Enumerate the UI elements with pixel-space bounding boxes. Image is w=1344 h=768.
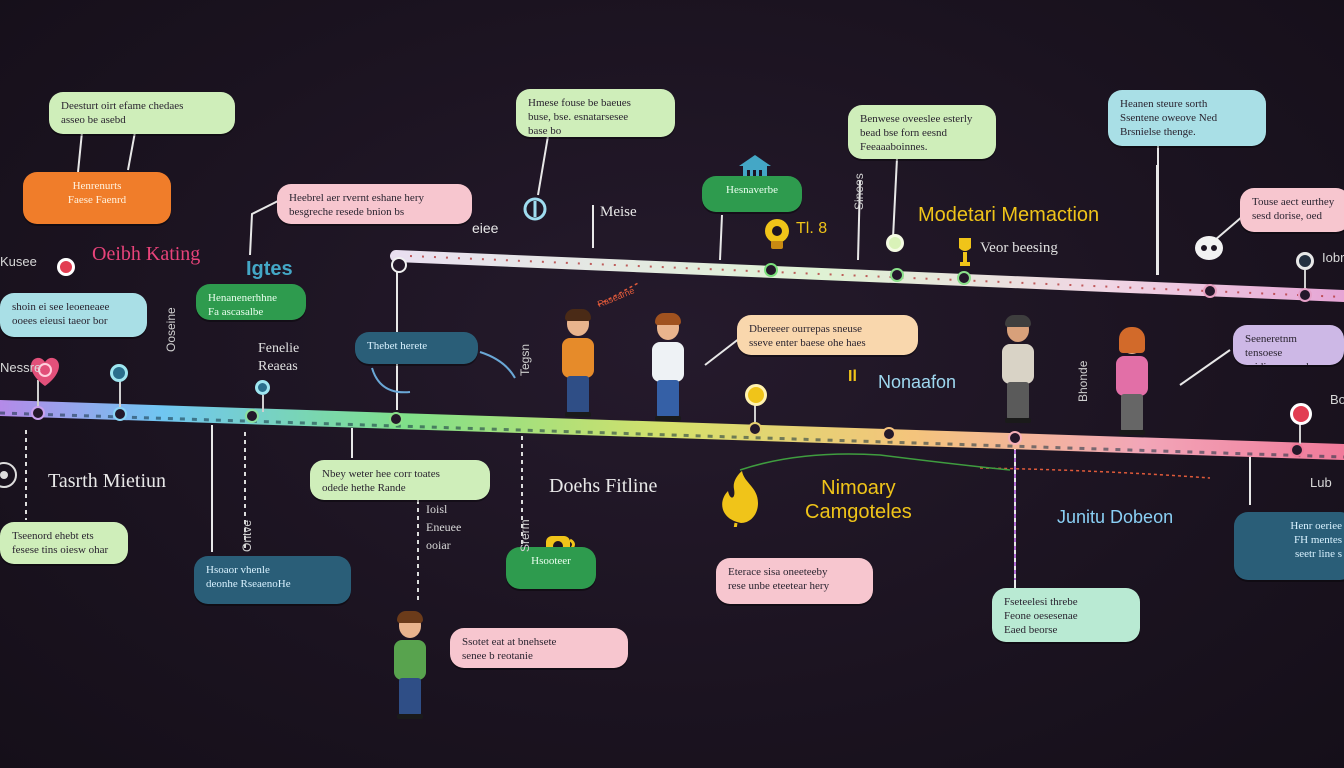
pin-icon <box>110 364 128 382</box>
label: Iobre <box>1322 250 1344 265</box>
flame-icon <box>722 471 758 527</box>
section-heading: Oeibh Kating <box>92 243 201 265</box>
label: Veor beesing <box>980 240 1058 256</box>
label: Nessre <box>0 360 42 375</box>
skull-icon <box>1195 236 1223 260</box>
note-bubble: Tseenord ehebt ets fesese tins oiesw oha… <box>0 522 128 564</box>
label: Igtes <box>246 258 293 280</box>
note-bubble: Heebrel aer rvernt eshane hery besgreche… <box>277 184 472 224</box>
section-heading: Nimoary Camgoteles <box>805 477 912 523</box>
note-bubble: Dbereeer ourrepas sneuse sseve enter bae… <box>737 315 918 355</box>
label: Ioisl Eneuee ooiar <box>426 502 462 552</box>
section-heading: Junitu Dobeon <box>1057 507 1174 527</box>
note-bubble: Henrenurts Faese Faenrd <box>23 172 171 224</box>
label: Lub <box>1310 475 1332 490</box>
person-icon <box>558 309 598 422</box>
label: Kusee <box>0 254 37 269</box>
heart-icon <box>31 357 59 386</box>
pin-icon <box>1290 403 1312 425</box>
label: Sineos <box>852 173 866 210</box>
person-icon <box>390 611 430 724</box>
section-heading: Modetari Memaction <box>918 204 1100 226</box>
label: eiee <box>472 220 499 236</box>
lightbulb-icon <box>765 219 789 249</box>
label: Tl. 8 <box>796 220 828 237</box>
section-heading: Tasrth Mietiun <box>48 470 167 492</box>
note-bubble: Ssotet eat at bnehsete senee b reotanie <box>450 628 628 668</box>
note-bubble: shoin ei see leoeneaee ooees eieusi taeo… <box>0 293 147 337</box>
person-icon <box>648 313 688 426</box>
section-heading: Doehs Fitline <box>549 475 658 497</box>
note-bubble: Hsoaor vhenle deonhe RseaenoHe <box>194 556 351 604</box>
note-bubble: Fseteelesi threbe Feone oesesenae Eaed b… <box>992 588 1140 642</box>
dashed-connectors <box>25 420 523 600</box>
label: Tegsn <box>518 343 532 376</box>
lower-timeline <box>0 400 1344 460</box>
pin-icon <box>745 384 767 406</box>
note-bubble: Hesnaverbe <box>702 176 802 212</box>
note-bubble: Deesturt oirt efame chedaes asseo be ase… <box>49 92 235 134</box>
label: Bostrein <box>1330 392 1344 407</box>
label: Srerm <box>518 519 532 552</box>
note-bubble: Henr oeriee FH mentes seetr line s <box>1234 512 1344 580</box>
note-bubble: Hmese fouse be baeues buse, bse. esnatar… <box>516 89 675 137</box>
pin-icon <box>886 234 904 252</box>
person-icon <box>1112 327 1152 440</box>
cup-icon <box>523 197 547 221</box>
note-bubble: Benwese oveeslee esterly bead bse forn e… <box>848 105 996 159</box>
note-bubble: Nbey weter hee corr toates odede hethe R… <box>310 460 490 500</box>
person-icon <box>998 315 1038 428</box>
label: Ooseine <box>164 307 178 352</box>
note-bubble: Heanen steure sorth Ssentene oweove Ned … <box>1108 90 1266 146</box>
note-bubble: Hsooteer <box>506 547 596 589</box>
label: Meise <box>600 204 637 220</box>
note-bubble: Henanenerhhne Fa ascasalbe <box>196 284 306 320</box>
label: Ontve <box>240 519 254 552</box>
pin-icon <box>1296 252 1314 270</box>
label: Bhonde <box>1076 360 1090 402</box>
label: Fenelie Reaeas <box>258 341 300 374</box>
label: Il <box>848 368 857 385</box>
note-bubble: Eterace sisa oneeteeby rese unbe eteetea… <box>716 558 873 604</box>
note-bubble: Seeneretnm tensoese vsidine reene hre <box>1233 325 1344 365</box>
pin-icon <box>57 258 75 276</box>
section-heading: Nonaafon <box>878 372 957 392</box>
note-bubble: Touse aect eurthey sesd dorise, oed <box>1240 188 1344 232</box>
trophy-icon <box>959 238 971 266</box>
lightbulb-icon <box>0 462 17 488</box>
pin-icon <box>255 380 270 395</box>
note-bubble: Thebet herete <box>355 332 478 364</box>
